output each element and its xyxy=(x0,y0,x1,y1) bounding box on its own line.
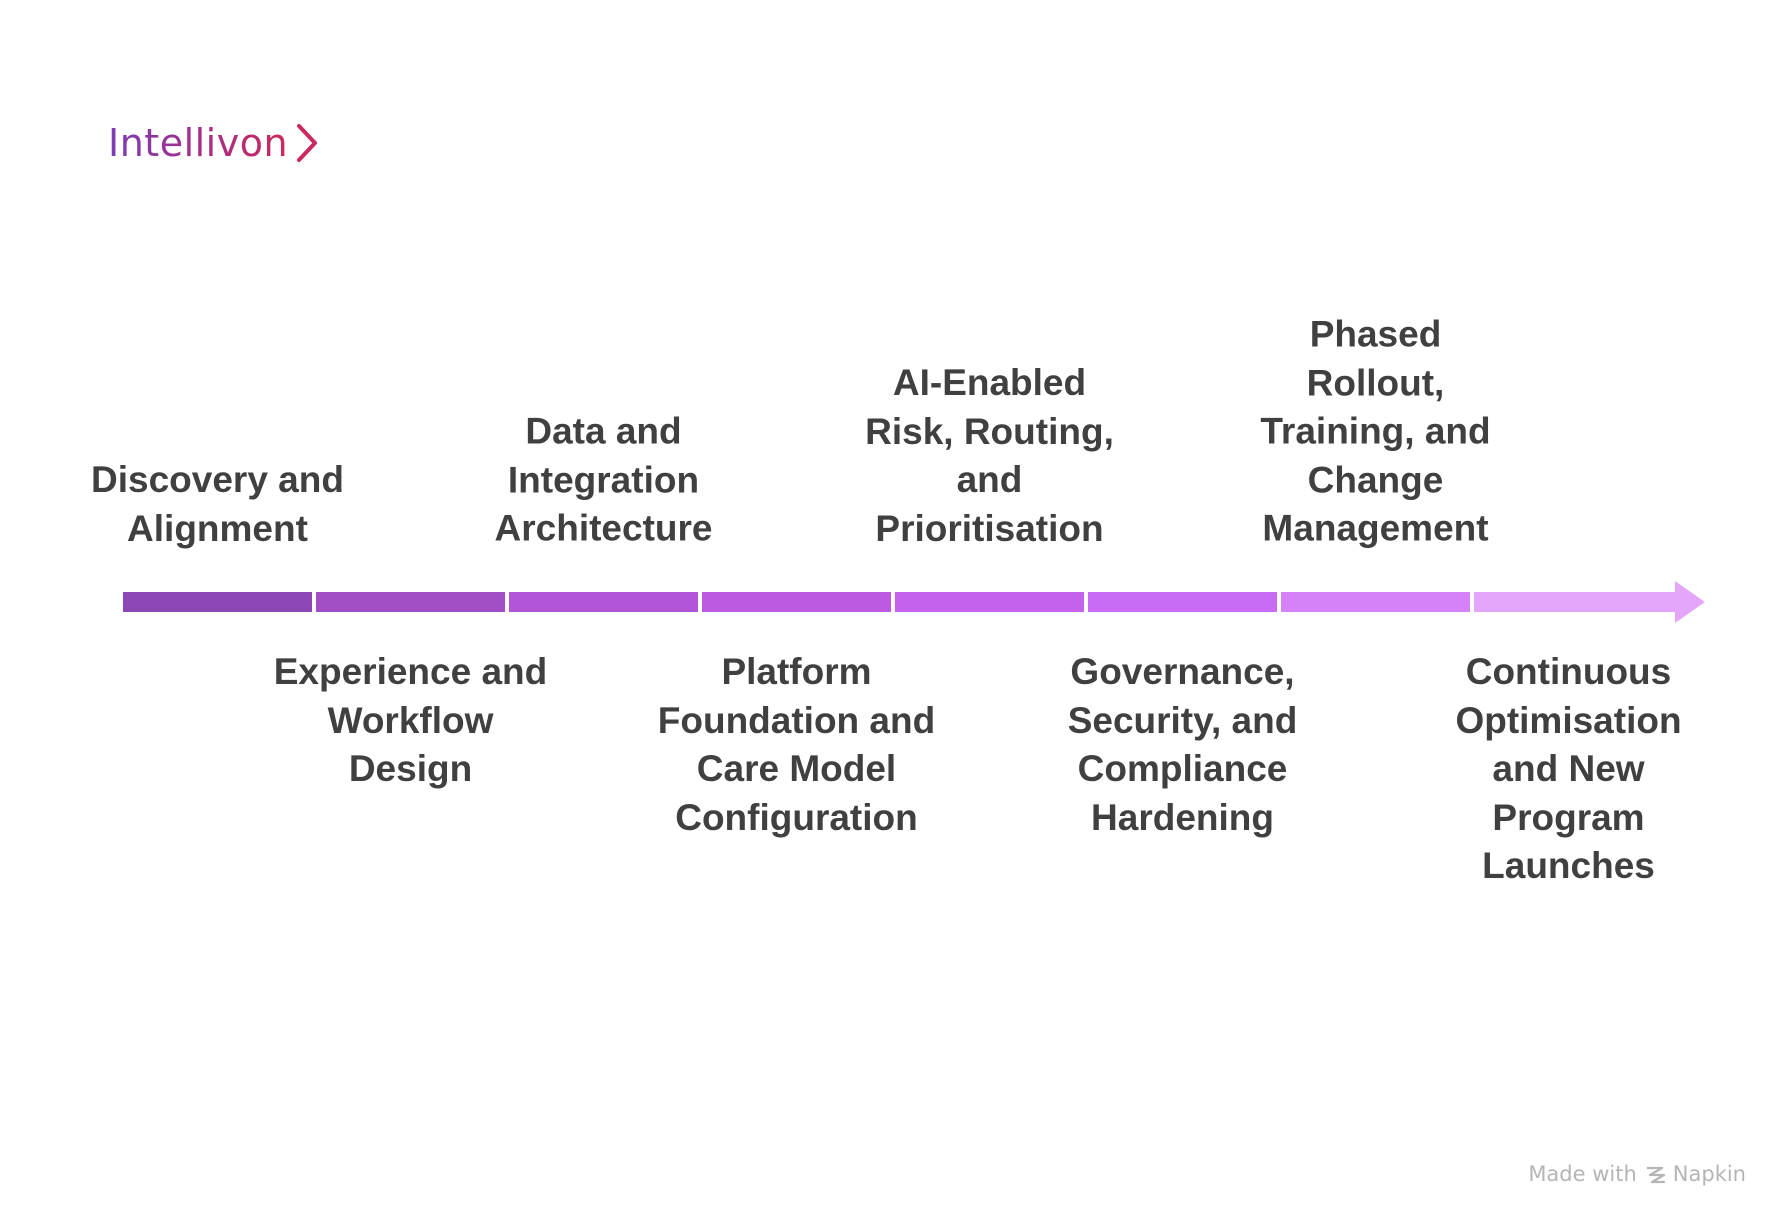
stage-label-5: AI-Enabled Risk, Routing, and Prioritisa… xyxy=(865,362,1114,549)
made-with-napkin-footer: Made with Napkin xyxy=(1528,1162,1746,1186)
footer-brand: Napkin xyxy=(1672,1162,1746,1186)
napkin-icon xyxy=(1646,1166,1665,1184)
stage-label-3: Data and Integration Architecture xyxy=(494,410,713,549)
stage-label-4: Platform Foundation and Care Model Confi… xyxy=(657,651,936,838)
stage-label-8: Continuous Optimisation and New Program … xyxy=(1455,651,1682,886)
intellivon-logo: Intellivon xyxy=(108,118,320,168)
arrow-segment-5 xyxy=(895,592,1084,612)
arrow-segment-2 xyxy=(316,592,505,612)
logo-text: Intellivon xyxy=(108,118,288,168)
arrow-segment-7 xyxy=(1281,592,1470,612)
stage-label-2: Experience and Workflow Design xyxy=(273,651,548,789)
arrow-head-segment xyxy=(1474,581,1705,623)
arrow-segment-3 xyxy=(509,592,698,612)
stage-label-7: Phased Rollout, Training, and Change Man… xyxy=(1260,313,1491,549)
chevron-right-icon xyxy=(297,124,318,162)
arrow-segment-4 xyxy=(702,592,891,612)
stage-label-6: Governance, Security, and Compliance Har… xyxy=(1067,651,1298,838)
stage-label-1: Discovery and Alignment xyxy=(91,459,344,549)
arrow-segment-1 xyxy=(123,592,312,612)
footer-prefix: Made with xyxy=(1528,1162,1637,1186)
arrow-segment-6 xyxy=(1088,592,1277,612)
